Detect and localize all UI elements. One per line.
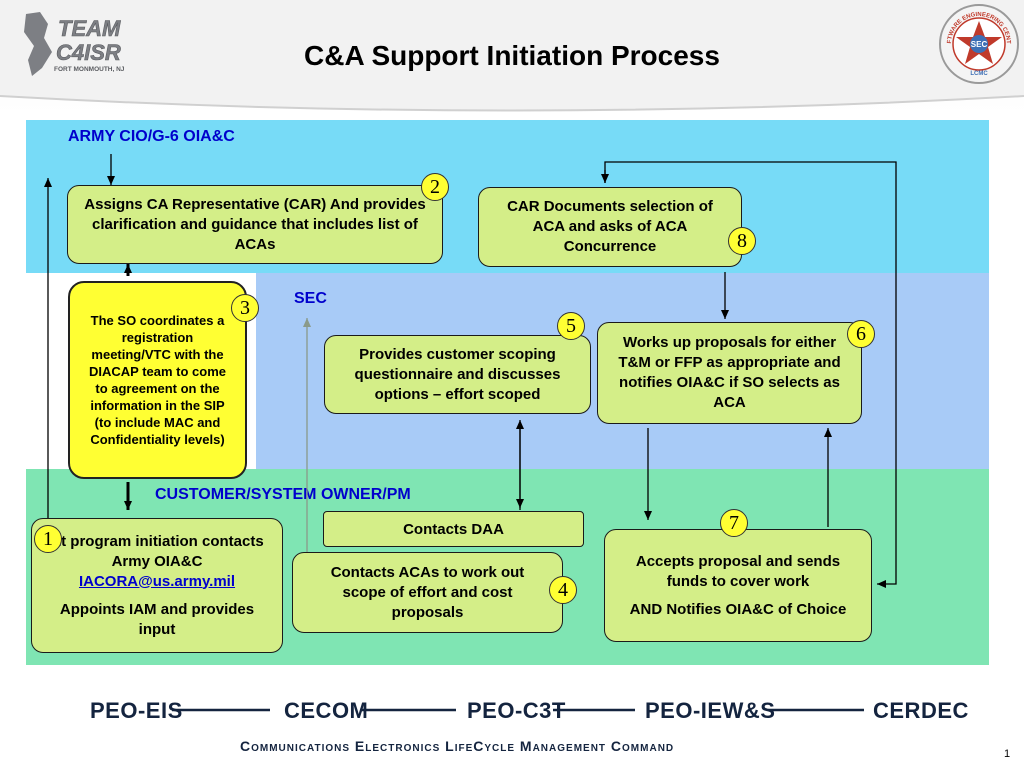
step-7-number: 7 — [720, 509, 748, 537]
footer-connector-lines — [172, 708, 864, 712]
step-2-number: 2 — [421, 173, 449, 201]
step-5-number: 5 — [557, 312, 585, 340]
step-8-number: 8 — [728, 227, 756, 255]
team-logo-top-text: TEAM — [58, 16, 121, 41]
team-logo-sub-text: FORT MONMOUTH, NJ — [54, 66, 125, 73]
step-1-number: 1 — [34, 525, 62, 553]
footer-command-name: Communications Electronics LifeCycle Man… — [240, 738, 675, 754]
step-6-number: 6 — [847, 320, 875, 348]
seal-center-text: SEC — [971, 40, 988, 49]
step-8-box: CAR Documents selection of ACA and asks … — [478, 187, 742, 267]
iacora-email-link[interactable]: IACORA@us.army.mil — [78, 572, 236, 590]
step-3-text: The SO coordinates a registration meetin… — [88, 313, 226, 447]
step-2-box: Assigns CA Representative (CAR) And prov… — [67, 185, 443, 264]
step-2-text: Assigns CA Representative (CAR) And prov… — [84, 195, 426, 253]
step-8-text: CAR Documents selection of ACA and asks … — [507, 198, 713, 255]
zone-label-customer: CUSTOMER/SYSTEM OWNER/PM — [155, 486, 411, 503]
footer-cerdec: CERDEC — [873, 698, 969, 723]
step-7-box: Accepts proposal and sends funds to cove… — [604, 529, 872, 642]
seal-sub-text: LCMC — [970, 71, 988, 77]
sec-seal-logo: SOFTWARE ENGINEERING CENTER SEC LCMC — [938, 3, 1019, 84]
header-swoosh — [0, 0, 1024, 112]
step-4-number: 4 — [549, 576, 577, 604]
contacts-daa-box: Contacts DAA — [323, 511, 584, 547]
step-3-number: 3 — [231, 294, 259, 322]
contacts-daa-text: Contacts DAA — [403, 521, 504, 538]
team-c4isr-logo: TEAM C4ISR FORT MONMOUTH, NJ — [24, 12, 125, 76]
step-6-box: Works up proposals for either T&M or FFP… — [597, 322, 862, 424]
footer-peo-iews: PEO-IEW&S — [645, 698, 776, 723]
step-7-line1: Accepts proposal and sends funds to cove… — [635, 552, 841, 590]
step-4-box: Contacts ACAs to work out scope of effor… — [292, 552, 563, 633]
zone-label-army: ARMY CIO/G-6 OIA&C — [68, 128, 235, 145]
footer-peo-c3t: PEO-C3T — [467, 698, 566, 723]
page-number: 1 — [1004, 748, 1011, 760]
step-6-text: Works up proposals for either T&M or FFP… — [618, 334, 841, 411]
step-5-text: Provides customer scoping questionnaire … — [354, 345, 561, 403]
footer-cecom: CECOM — [284, 698, 369, 723]
step-4-text: Contacts ACAs to work out scope of effor… — [330, 563, 525, 621]
step-3-box: The SO coordinates a registration meetin… — [68, 281, 247, 479]
step-1-box: At program initiation contacts Army OIA&… — [31, 518, 283, 653]
slide-title: C&A Support Initiation Process — [304, 40, 720, 71]
footer-peo-eis: PEO-EIS — [90, 698, 183, 723]
arrow-loop-to-box7 — [604, 161, 897, 588]
step-7-line2: AND Notifies OIA&C of Choice — [629, 600, 847, 618]
step-1-line1: At program initiation contacts Army OIA&… — [50, 532, 264, 570]
zone-label-sec: SEC — [294, 290, 327, 307]
step-5-box: Provides customer scoping questionnaire … — [324, 335, 591, 414]
team-logo-bottom-text: C4ISR — [56, 40, 121, 65]
step-1-line2: Appoints IAM and provides input — [59, 600, 255, 638]
